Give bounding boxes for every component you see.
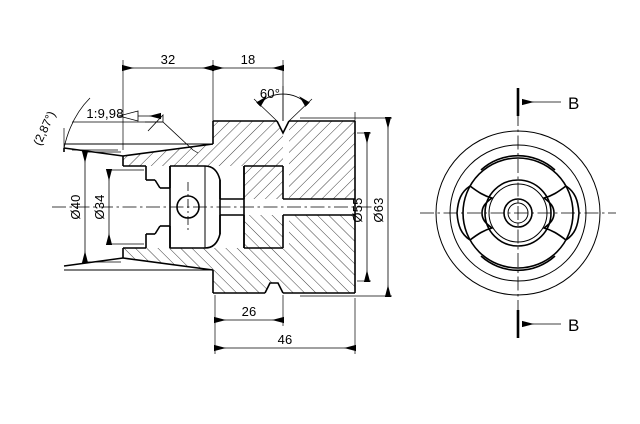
dim-dia-63-label: Ø63 <box>371 197 386 222</box>
section-mark-b-bottom: B <box>516 310 579 338</box>
taper-symbol-icon <box>117 110 161 122</box>
dim-len-18-label: 18 <box>241 52 256 67</box>
dim-len-32: 32 <box>122 52 214 72</box>
dim-angle-60-label: 60° <box>260 86 280 101</box>
taper-ratio-label: 1:9,98 <box>86 106 123 121</box>
end-view-arc-top <box>480 154 556 171</box>
dim-dia-40-label: Ø40 <box>68 194 83 219</box>
dim-dia-63: Ø63 <box>300 117 392 297</box>
dim-len-26-label: 26 <box>242 304 257 319</box>
dim-dia-34: Ø34 <box>92 169 144 245</box>
dim-angle-60: 60° <box>253 86 313 122</box>
end-view-arc-bottom <box>480 255 556 272</box>
dim-len-32-label: 32 <box>161 52 176 67</box>
dim-angle-taper: (2,87°) <box>30 97 91 149</box>
dim-dia-40: Ø40 <box>68 151 121 263</box>
dim-dia-55: Ø55 <box>350 132 371 282</box>
dim-len-46-label: 46 <box>278 332 293 347</box>
end-view <box>420 112 616 314</box>
taper-ratio-note: 1:9,98 <box>72 106 199 154</box>
section-mark-b-bottom-label: B <box>568 316 579 335</box>
dim-len-46: 46 <box>214 298 356 354</box>
longitudinal-section-view <box>52 60 380 294</box>
dim-len-26: 26 <box>214 295 284 326</box>
section-outer-profile-lower <box>63 212 356 294</box>
section-mark-b-top-label: B <box>568 94 579 113</box>
dim-dia-55-label: Ø55 <box>350 197 365 222</box>
dim-dia-34-label: Ø34 <box>92 194 107 219</box>
section-hatching-lower <box>123 215 355 293</box>
section-hatching-upper <box>123 121 355 199</box>
dim-angle-taper-label: (2,87°) <box>30 109 58 148</box>
section-mark-b-top: B <box>516 88 579 116</box>
dim-len-18: 18 <box>212 52 284 72</box>
